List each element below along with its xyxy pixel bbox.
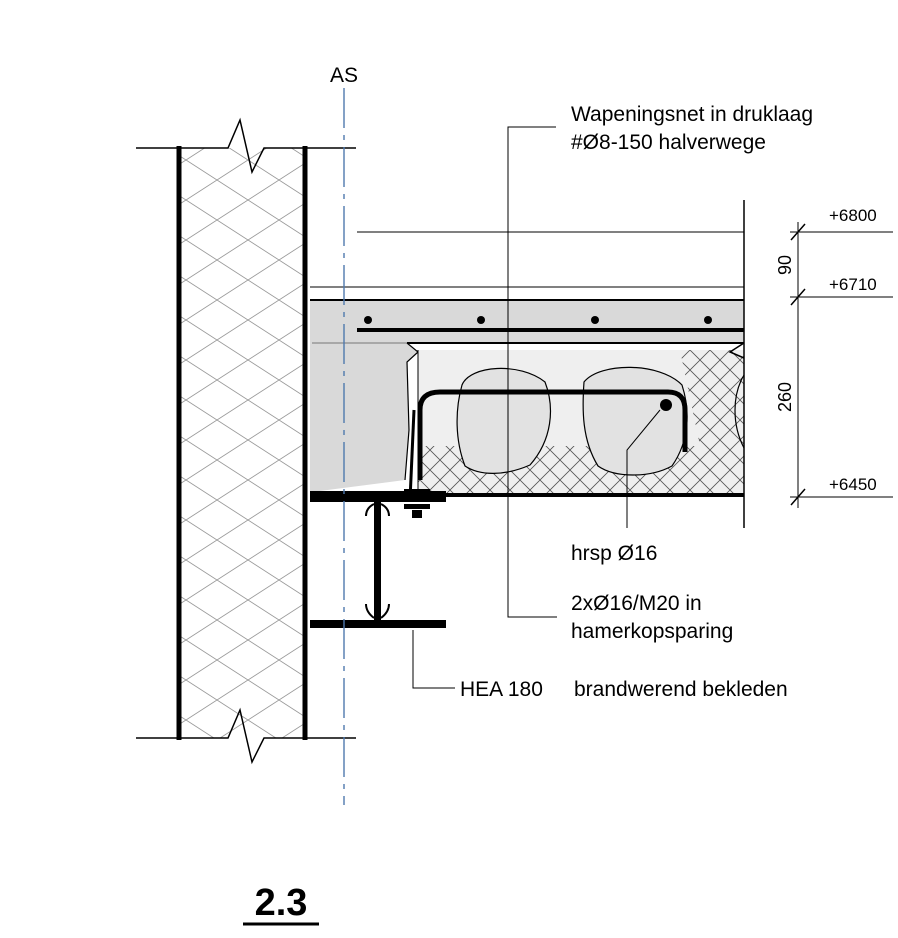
bolt-washer-bottom (404, 504, 430, 509)
detail-number: 2.3 (255, 882, 308, 924)
dimension-tick (790, 488, 806, 506)
hollow-core-2 (582, 366, 688, 476)
break-line-top (136, 117, 356, 175)
axis-label: AS (330, 64, 358, 87)
hairpin-bar (417, 389, 688, 480)
label-mesh-line1: Wapeningsnet in druklaag (571, 103, 813, 126)
hairpin-bar-section (660, 399, 672, 411)
dimension-slab: 260 (775, 382, 795, 412)
leader-mesh-bolts (507, 126, 557, 618)
label-hairpin: hrsp Ø16 (571, 542, 657, 565)
mesh-dot (704, 316, 712, 324)
concrete-topping (310, 231, 744, 492)
level-top: +6800 (829, 206, 877, 225)
level-bottom: +6450 (829, 475, 877, 494)
leader-hairpin (626, 409, 661, 528)
mesh-dot (477, 316, 485, 324)
dimension-chain (790, 222, 893, 508)
label-bolts-line2: hamerkopsparing (571, 620, 733, 643)
label-mesh-line2: #Ø8-150 halverwege (571, 131, 766, 154)
label-beam-note: brandwerend bekleden (574, 678, 788, 701)
level-mid: +6710 (829, 275, 877, 294)
reinforcement (357, 316, 744, 501)
wall-insulation-hatch (179, 148, 305, 738)
break-line-bottom (136, 707, 356, 765)
hollow-core-1 (456, 367, 551, 474)
mesh-dot (591, 316, 599, 324)
dimension-topping: 90 (775, 255, 795, 275)
bolt-nut (412, 510, 422, 518)
leader-beam (412, 630, 455, 689)
label-bolts-line1: 2xØ16/M20 in (571, 592, 702, 615)
steel-beam-hea180 (310, 489, 446, 628)
anchor-bolt (408, 409, 416, 501)
leader-lines (412, 126, 661, 689)
label-beam-profile: HEA 180 (460, 678, 543, 701)
insulated-wall (136, 117, 356, 765)
dimension-tick (790, 288, 806, 306)
mesh-dot (364, 316, 372, 324)
dimension-tick (790, 223, 806, 241)
bolt-washer-top (404, 489, 430, 494)
